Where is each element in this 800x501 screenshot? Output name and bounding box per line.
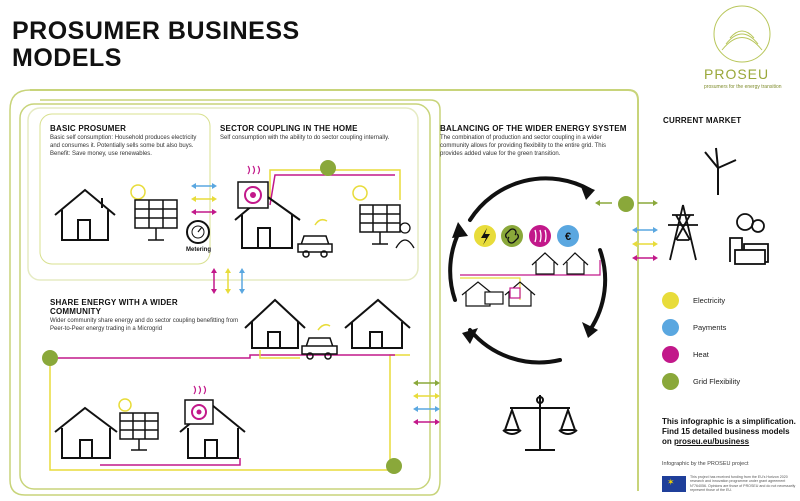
microgrid-houses-icon — [461, 252, 589, 307]
exchange-arrows-basic-sector — [191, 183, 217, 215]
legend-item-payments: Payments — [662, 319, 740, 336]
legend-item-electricity: Electricity — [662, 292, 740, 309]
logo-tagline: prosumers for the energy transition — [704, 84, 782, 90]
sector-frame — [27, 107, 419, 281]
meter-icon — [186, 220, 210, 244]
person-icon — [395, 222, 415, 249]
pylon-icon — [668, 204, 698, 261]
sector-solar-panel-icon — [352, 185, 401, 245]
heat-pump-icon — [237, 165, 269, 209]
balancing-payment-icon: € — [557, 225, 579, 247]
legend-label: Payments — [693, 323, 727, 332]
share-car-icon — [301, 323, 338, 360]
basic-frame — [39, 113, 211, 265]
sector-desc: Self consumption with the ability to do … — [220, 135, 390, 141]
exchange-arrows-market — [595, 200, 658, 261]
electric-car-icon — [297, 218, 333, 258]
share-bottom-house-icon — [54, 406, 118, 459]
share-title: SHARE ENERGY WITH A WIDER COMMUNITY — [50, 298, 178, 316]
svg-text:€: € — [565, 231, 571, 243]
share-electric-line — [49, 354, 410, 471]
flex-badge-market — [618, 196, 634, 212]
exchange-arrows-share-balancing — [413, 380, 440, 425]
logo-name: PROSEU — [704, 66, 770, 82]
note-line-3: on proseu.eu/business — [662, 437, 797, 447]
metering-label: Metering — [186, 247, 212, 253]
note-line-2: Find 15 detailed business models — [662, 427, 790, 436]
sector-title: SECTOR COUPLING IN THE HOME — [220, 124, 358, 133]
outer-frame-left — [9, 89, 441, 496]
flex-badge-share-left — [42, 350, 58, 366]
lightning-icon — [662, 292, 679, 309]
note-prefix: on — [662, 437, 674, 446]
legend-label: Grid Flexibility — [693, 377, 741, 386]
legend-label: Heat — [693, 350, 709, 359]
page-title: PROSUMER BUSINESS MODELS — [12, 17, 300, 72]
basic-title: BASIC PROSUMER — [50, 124, 127, 133]
business-models-link[interactable]: proseu.eu/business — [674, 437, 750, 446]
share-house-right-icon — [344, 298, 411, 349]
legend-item-heat: Heat — [662, 346, 740, 363]
scales-icon — [502, 395, 578, 451]
legend-item-flex: Grid Flexibility — [662, 373, 740, 390]
power-plant-icon — [729, 213, 769, 265]
legend-label: Electricity — [693, 296, 726, 305]
basic-desc: Basic self consumption: Household produc… — [50, 135, 197, 157]
euro-icon — [662, 319, 679, 336]
share-house-left-icon — [244, 298, 306, 349]
heat-icon — [662, 346, 679, 363]
eu-notice: This project has received funding from t… — [690, 475, 796, 492]
balancing-electricity-icon — [474, 225, 496, 247]
market-title: CURRENT MARKET — [663, 116, 742, 125]
flex-badge-share-bottom — [386, 458, 402, 474]
legend: Electricity Payments Heat Grid Flexibili… — [662, 292, 740, 390]
grid-flex-icon — [662, 373, 679, 390]
cycle-arrows-icon — [448, 176, 608, 365]
flex-badge-sector — [320, 160, 336, 176]
share-desc: Wider community share energy and do sect… — [50, 318, 239, 332]
eu-flag-icon: ✶ — [662, 476, 686, 492]
balancing-flex-icon — [501, 225, 523, 247]
house-icon — [54, 188, 116, 241]
simplification-note: This infographic is a simplification. Fi… — [662, 417, 797, 447]
balancing-desc: The combination of production and sector… — [440, 135, 606, 157]
share-heat-pump-icon — [184, 385, 214, 425]
balancing-title: BALANCING OF THE WIDER ENERGY SYSTEM — [440, 124, 627, 133]
wind-turbine-icon — [704, 147, 737, 195]
exchange-arrows-vertical — [211, 268, 245, 294]
share-heat-line — [55, 354, 395, 359]
credit-text: Infographic by the PROSEU project — [662, 461, 749, 467]
share-frame — [19, 103, 431, 490]
proseu-logo-icon — [713, 5, 771, 63]
outer-frame — [30, 89, 639, 491]
balancing-heat-icon — [529, 225, 551, 247]
note-line-1: This infographic is a simplification. — [662, 417, 796, 426]
share-solar-panel-icon — [118, 398, 159, 451]
share-bottom-heat — [100, 458, 241, 466]
solar-panel-icon — [130, 184, 178, 241]
